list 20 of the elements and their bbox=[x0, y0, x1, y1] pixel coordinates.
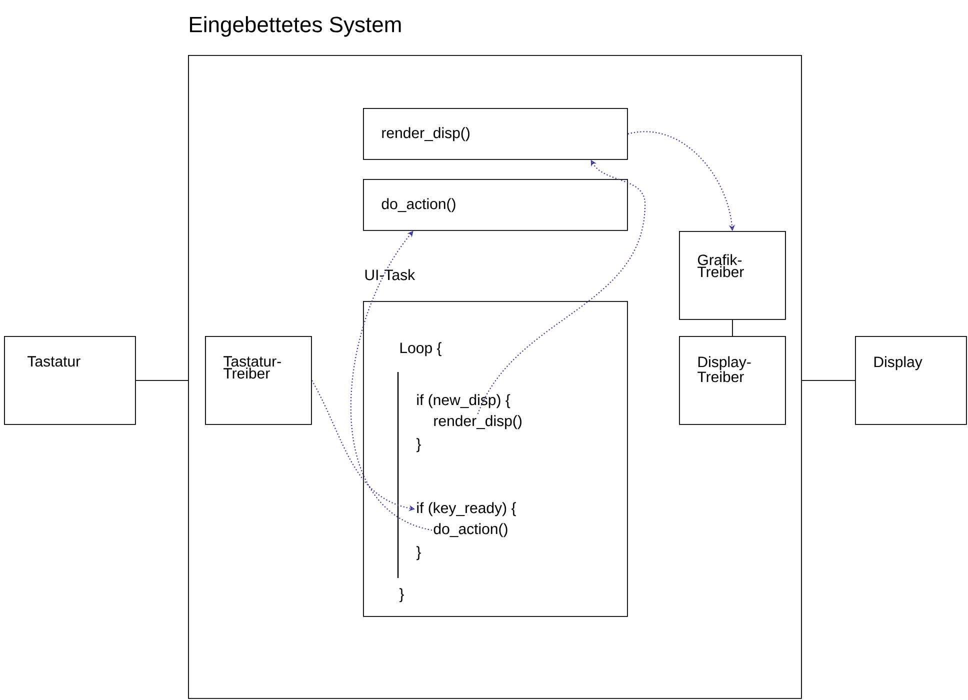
code-line: if (key_ready) { bbox=[417, 502, 516, 516]
code-line: do_action() bbox=[434, 523, 508, 538]
code-line: } bbox=[416, 438, 421, 452]
function-box: do_action() bbox=[363, 178, 628, 231]
code-line: } bbox=[399, 588, 404, 602]
driver-box: Grafik- Treiber bbox=[679, 230, 786, 320]
code-line: if (new_disp) { bbox=[417, 394, 510, 408]
driver-box: Tastatur- Treiber bbox=[205, 336, 312, 425]
function-box: render_disp() bbox=[363, 108, 628, 160]
connector-line bbox=[135, 380, 188, 381]
device-box: Tastatur bbox=[4, 336, 136, 425]
code-line: render_disp() bbox=[434, 415, 522, 430]
connector-line bbox=[801, 380, 856, 381]
node-label: Eingebettetes System bbox=[190, 16, 401, 37]
node-label: UI-Task bbox=[365, 269, 416, 280]
connector-line bbox=[732, 319, 733, 336]
code-line: Loop { bbox=[400, 342, 442, 356]
device-box: Display bbox=[855, 336, 967, 425]
code-line: } bbox=[416, 546, 421, 560]
driver-box: Display- Treiber bbox=[679, 336, 786, 425]
